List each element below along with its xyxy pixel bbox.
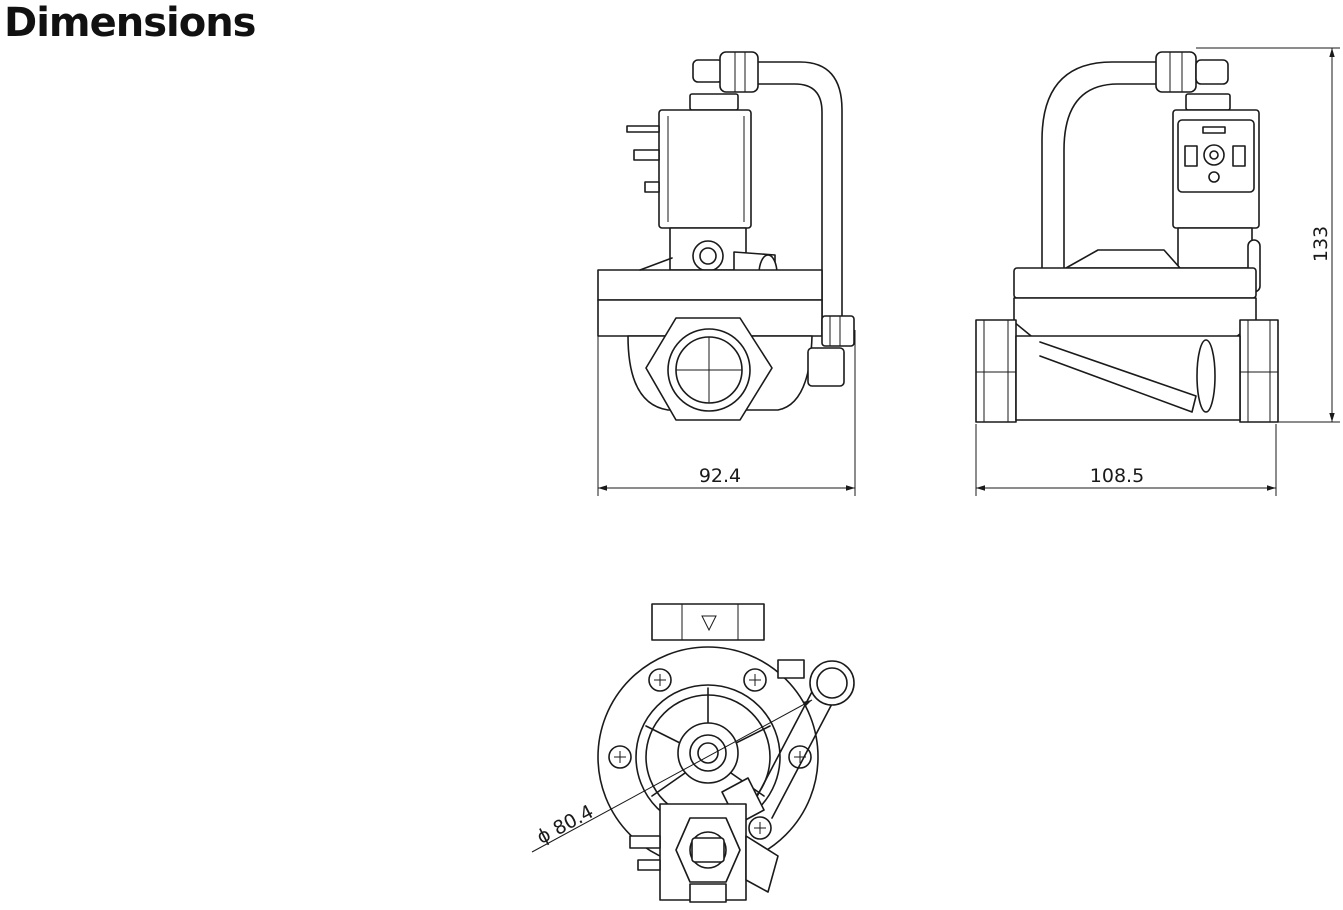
front-view bbox=[597, 51, 855, 421]
dimension-side-width: 108.5 bbox=[975, 424, 1277, 496]
dimension-front-width: 92.4 bbox=[597, 300, 856, 496]
side-view bbox=[975, 51, 1279, 423]
height-label: 133 bbox=[1310, 226, 1332, 262]
diameter-label: ϕ 80.4 bbox=[533, 801, 597, 849]
page-title: Dimensions bbox=[4, 0, 256, 46]
front-width-label: 92.4 bbox=[699, 465, 741, 487]
side-width-label: 108.5 bbox=[1090, 465, 1144, 487]
top-view bbox=[597, 603, 855, 903]
dimension-height: 133 bbox=[1196, 47, 1340, 423]
